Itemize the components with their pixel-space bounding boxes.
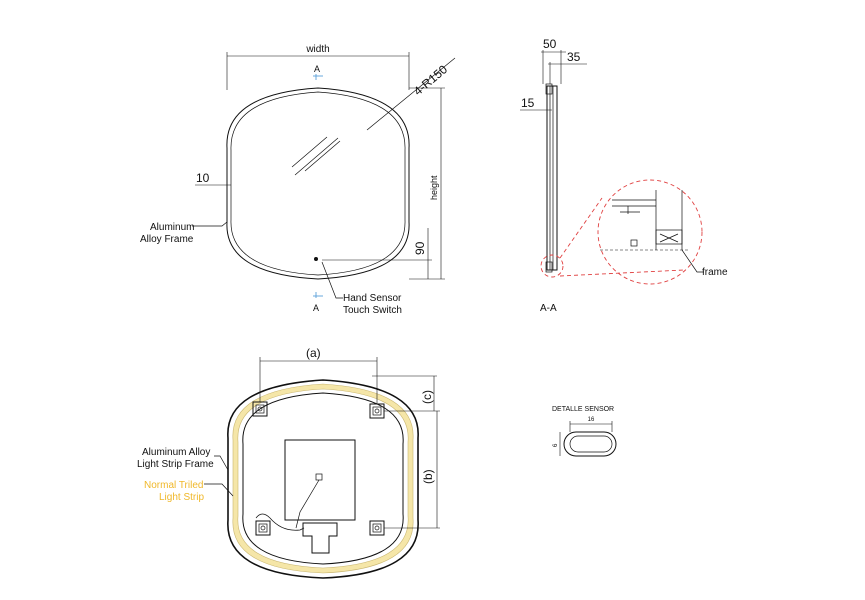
section-profile [546, 85, 558, 271]
front-view: width A 4-R150 height 90 10 Aluminum All… [140, 44, 456, 316]
frame-callout-line1: Aluminum [150, 222, 194, 233]
frame-label: frame [702, 267, 728, 278]
sensor-module [315, 473, 323, 481]
sensor-slot-inner [569, 435, 613, 453]
mirror-outline-outer [226, 87, 410, 280]
mounting-bracket [255, 520, 271, 536]
dim-16: 16 [588, 417, 595, 423]
back-inner-frame [242, 392, 404, 565]
dim-50: 50 [543, 37, 557, 51]
dim-a: (a) [306, 346, 321, 360]
strip-frame-line1: Aluminum Alloy [142, 447, 210, 458]
hand-sensor-icon [314, 257, 318, 261]
reflection-mark [291, 136, 328, 168]
back-view: (a) (c) (b) Aluminum Alloy Light Strip F… [137, 346, 440, 579]
radius-label: 4-R150 [411, 62, 450, 98]
width-label: width [305, 44, 329, 55]
height-label: height [429, 175, 439, 200]
dim-15: 15 [521, 96, 535, 110]
dim-10: 10 [196, 171, 210, 185]
sensor-callout-line2: Touch Switch [343, 305, 402, 316]
detail-circle-large [597, 179, 703, 285]
sensor-detail-title: DETALLE SENSOR [552, 406, 614, 413]
dim-c: (c) [420, 390, 434, 404]
dim-90: 90 [413, 241, 427, 255]
led-line2: Light Strip [159, 492, 204, 503]
sensor-callout-line1: Hand Sensor [343, 293, 402, 304]
section-view: 50 35 15 frame A-A [520, 37, 728, 314]
led-strip [232, 383, 414, 574]
reflection-mark [294, 137, 339, 176]
reflection-mark [304, 140, 341, 172]
strip-frame-line2: Light Strip Frame [137, 459, 214, 470]
dim-35: 35 [567, 50, 581, 64]
section-title: A-A [540, 303, 557, 314]
section-marker-top: A [314, 64, 320, 74]
led-line1: Normal Triled [144, 480, 203, 491]
sensor-detail: DETALLE SENSOR 16 6 [552, 406, 617, 457]
dim-6: 6 [553, 443, 559, 447]
junction-box [302, 522, 338, 554]
detail-circle-small [540, 254, 564, 278]
mounting-bracket [369, 520, 385, 536]
back-outer-frame [227, 379, 419, 579]
sensor-slot-outer [563, 431, 617, 457]
detail-internals [600, 190, 690, 251]
section-marker-bottom: A [313, 303, 319, 313]
driver-box [284, 439, 356, 521]
dim-b: (b) [421, 469, 435, 484]
mirror-outline-inner [230, 91, 406, 276]
radius-leader [366, 57, 456, 131]
frame-callout-line2: Alloy Frame [140, 234, 194, 245]
